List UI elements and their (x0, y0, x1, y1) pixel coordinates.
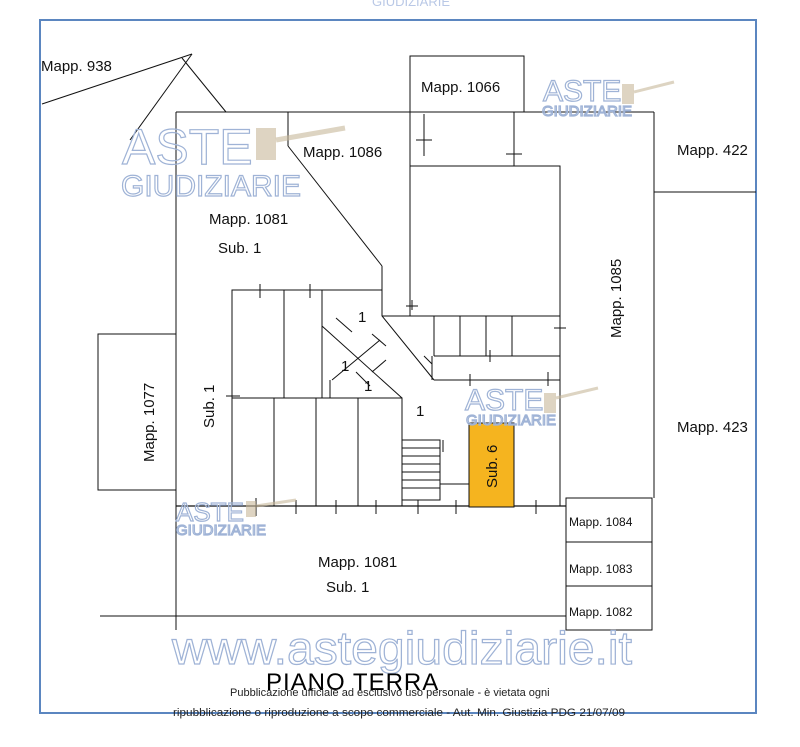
watermark-logo-center: ASTE GIUDIZIARIE (464, 383, 599, 430)
parcel-mapp-1077: Mapp. 1077 (141, 383, 158, 462)
gavel-icon (544, 393, 556, 413)
parcel-mapp-938: Mapp. 938 (41, 58, 112, 75)
parcel-mapp-1081-top: Mapp. 1081 (209, 211, 288, 228)
page-frame (39, 19, 757, 714)
watermark-logo-large: ASTE GIUDIZIARIE (120, 118, 346, 204)
parcel-mapp-1084: Mapp. 1084 (569, 515, 633, 529)
parcel-mapp-1066: Mapp. 1066 (421, 79, 500, 96)
unit-marker-1: 1 (364, 378, 372, 395)
parcel-mapp-1085: Mapp. 1085 (608, 259, 625, 338)
svg-text:ASTE: ASTE (543, 75, 621, 108)
highlighted-unit-sub-6 (468, 422, 515, 508)
svg-text:GIUDIZIARIE: GIUDIZIARIE (176, 522, 266, 539)
footer-line-1: Pubblicazione ufficiale ad esclusivo uso… (230, 687, 550, 699)
svg-text:GIUDIZIARIE: GIUDIZIARIE (542, 103, 632, 120)
parcel-sub-1-top: Sub. 1 (218, 240, 261, 257)
plan-linework (41, 53, 756, 631)
watermark-logo-top-right: ASTE GIUDIZIARIE (541, 74, 675, 121)
gavel-icon (256, 128, 276, 160)
footer-line-2: ripubblicazione o riproduzione a scopo c… (173, 707, 625, 719)
unit-marker-1: 1 (358, 309, 366, 326)
svg-text:ASTE: ASTE (465, 384, 543, 417)
svg-text:GIUDIZIARIE: GIUDIZIARIE (121, 170, 301, 203)
parcel-mapp-1081-bottom: Mapp. 1081 (318, 554, 397, 571)
plan-title: PIANO TERRA (266, 669, 439, 696)
parcel-mapp-1083: Mapp. 1083 (569, 562, 633, 576)
parcel-sub-1-bottom: Sub. 1 (326, 579, 369, 596)
svg-text:ASTE: ASTE (176, 497, 244, 527)
watermark-logo-bottom-left: ASTE GIUDIZIARIE (175, 496, 297, 540)
parcel-mapp-422: Mapp. 422 (677, 142, 748, 159)
watermark-top-fragment: GIUDIZIARIE (372, 0, 450, 9)
parcel-mapp-1086: Mapp. 1086 (303, 144, 382, 161)
watermark-website: www.astegiudiziarie.it (171, 622, 632, 674)
sub-6-label: Sub. 6 (484, 445, 501, 488)
unit-marker-1: 1 (341, 358, 349, 375)
gavel-icon (622, 84, 634, 104)
unit-marker-1: 1 (416, 403, 424, 420)
svg-text:ASTE: ASTE (122, 119, 253, 175)
parcel-sub-1-left: Sub. 1 (201, 385, 218, 428)
gavel-icon (246, 501, 256, 517)
svg-text:GIUDIZIARIE: GIUDIZIARIE (466, 412, 556, 429)
parcel-mapp-423: Mapp. 423 (677, 419, 748, 436)
parcel-mapp-1082: Mapp. 1082 (569, 605, 633, 619)
